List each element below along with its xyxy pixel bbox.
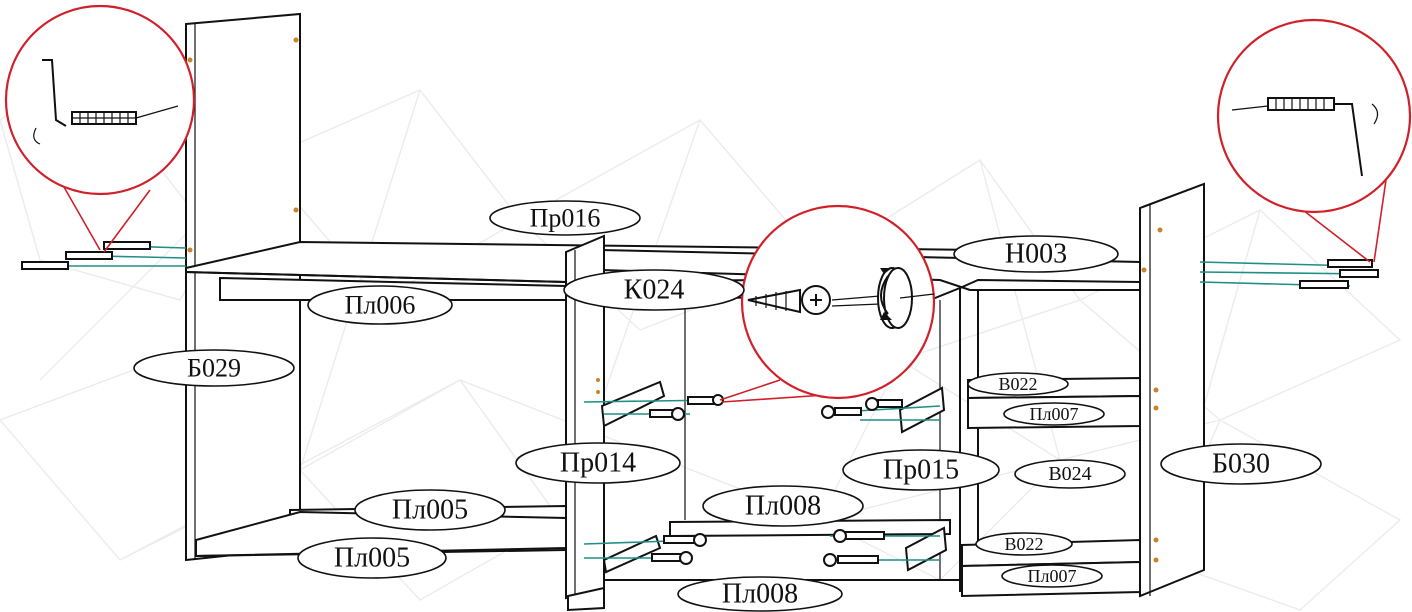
label-pl005-b: Пл005 — [297, 537, 447, 579]
screwdriver-screw-icon — [747, 267, 935, 329]
svg-text:В022: В022 — [998, 374, 1037, 394]
svg-text:В024: В024 — [1048, 463, 1091, 485]
label-pl006: Пл006 — [307, 285, 453, 325]
screw-icon — [663, 533, 707, 547]
middle-partition — [565, 234, 605, 612]
left-callout — [4, 4, 196, 253]
hex-key-dowel-icon — [1231, 97, 1379, 177]
svg-text:Пр016: Пр016 — [530, 204, 601, 233]
label-pr015: Пр015 — [842, 449, 1000, 491]
dowels-right — [1299, 259, 1379, 289]
svg-text:К024: К024 — [624, 275, 685, 306]
screw-icon — [651, 551, 693, 565]
label-pl007-bottom: Пл007 — [1001, 564, 1103, 588]
label-b030: Б030 — [1160, 443, 1322, 485]
svg-text:Пл007: Пл007 — [1030, 404, 1079, 424]
svg-text:Пл005: Пл005 — [334, 543, 410, 574]
label-h003: Н003 — [953, 235, 1119, 273]
svg-text:Н003: Н003 — [1005, 239, 1067, 270]
screw-icon — [833, 529, 885, 543]
svg-text:Пл006: Пл006 — [345, 291, 416, 320]
screw-icon — [821, 405, 862, 419]
label-pl008-a: Пл008 — [702, 485, 864, 527]
label-b022-bottom: В022 — [975, 532, 1073, 556]
svg-text:Пл007: Пл007 — [1028, 566, 1077, 586]
label-b022-top: В022 — [967, 372, 1069, 396]
svg-text:Пл008: Пл008 — [745, 491, 821, 522]
label-b024: В024 — [1014, 459, 1126, 489]
center-callout — [719, 204, 936, 403]
svg-text:Б029: Б029 — [187, 354, 241, 383]
label-pl008-b: Пл008 — [677, 576, 843, 612]
label-k024: К024 — [563, 269, 745, 311]
svg-text:Пр015: Пр015 — [883, 455, 959, 486]
screw-icon — [649, 407, 685, 421]
svg-text:Б030: Б030 — [1212, 449, 1270, 480]
svg-text:Пл005: Пл005 — [392, 495, 468, 526]
dowels-left — [21, 241, 151, 270]
screws — [649, 394, 903, 567]
svg-text:Пл008: Пл008 — [722, 579, 798, 610]
label-pl007-top: Пл007 — [1003, 402, 1105, 426]
screw-icon — [823, 553, 879, 567]
screw-icon — [687, 394, 724, 406]
label-b029: Б029 — [133, 349, 295, 387]
label-pl005-a: Пл005 — [354, 489, 506, 531]
hex-key-dowel-icon — [33, 59, 179, 145]
svg-text:В022: В022 — [1004, 534, 1043, 554]
svg-text:Пр014: Пр014 — [560, 448, 636, 479]
screw-icon — [865, 397, 903, 411]
label-pr014: Пр014 — [515, 442, 681, 484]
right-callout — [1216, 18, 1412, 263]
right-side-panel — [1139, 182, 1205, 598]
label-pr016: Пр016 — [489, 200, 641, 236]
